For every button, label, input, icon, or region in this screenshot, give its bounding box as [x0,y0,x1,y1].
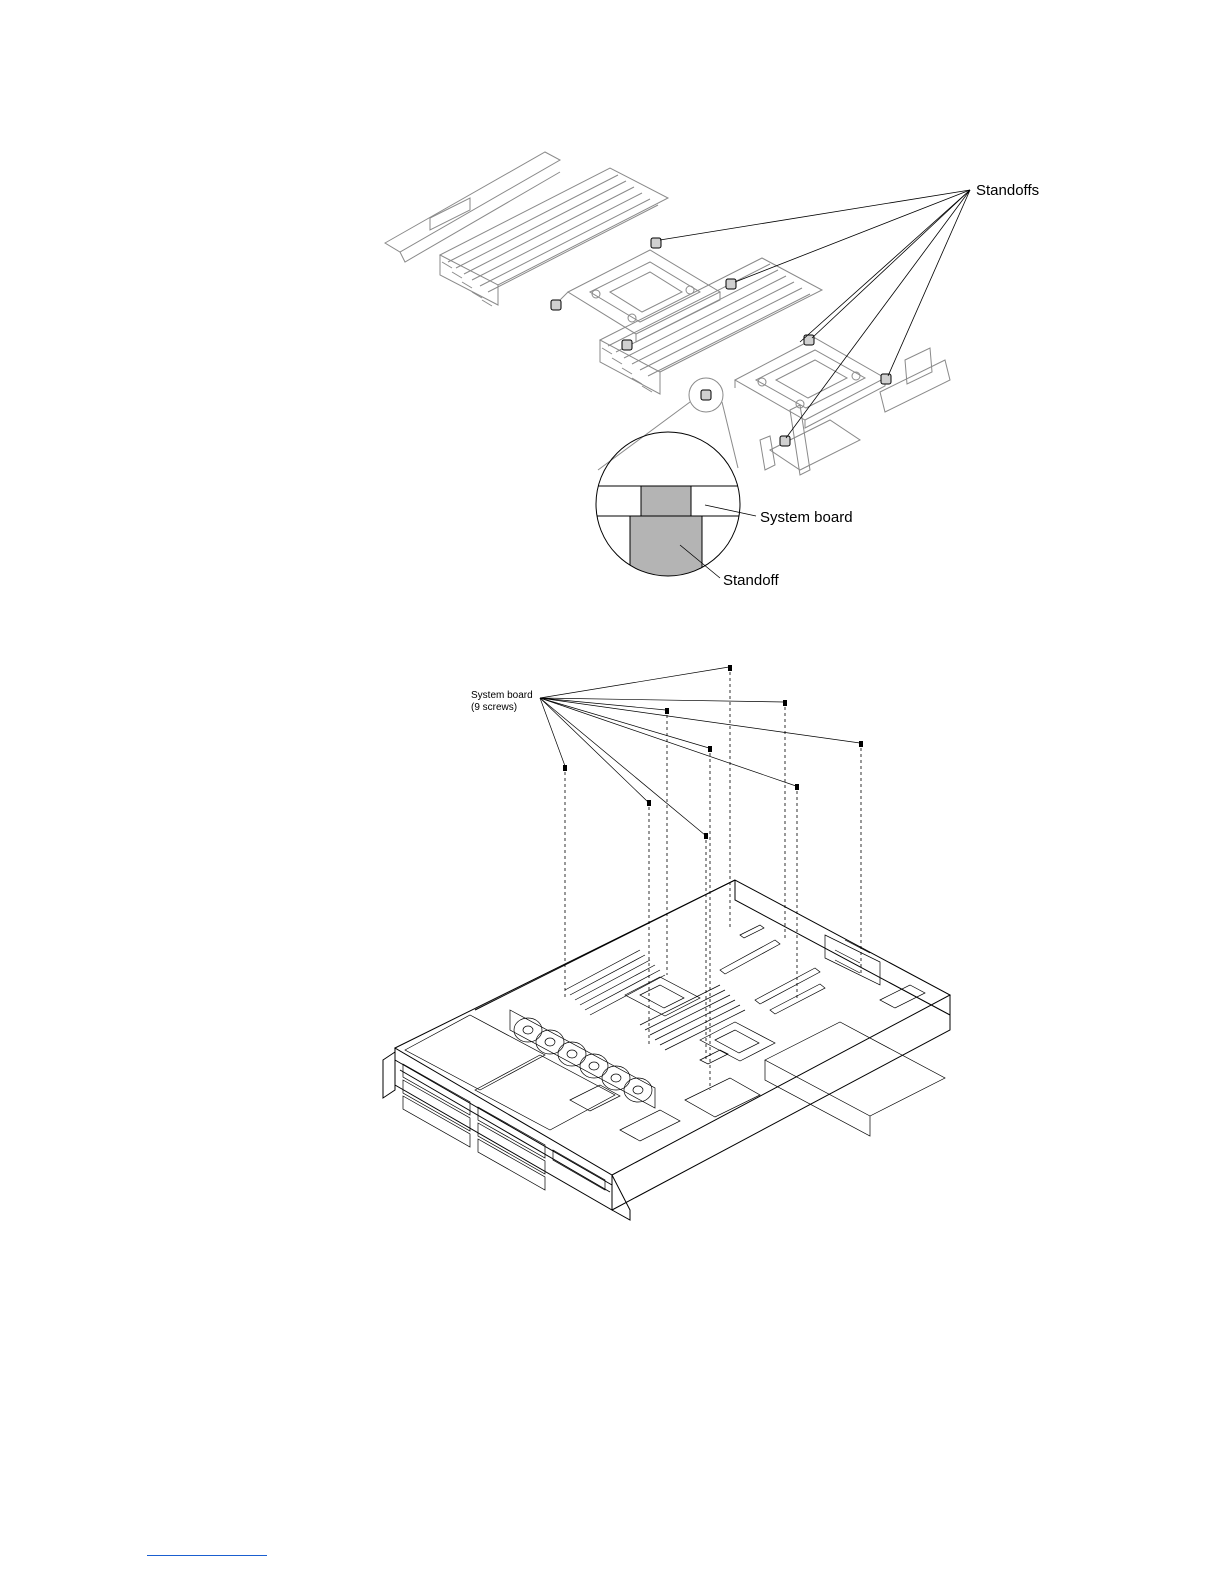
screw-9 [704,833,708,839]
system-board-screws-label: System board [471,690,533,701]
screw-8 [647,800,651,806]
screw-3 [665,708,669,714]
cpu-socket-2 [700,1022,775,1061]
fan-row [510,1010,655,1108]
screw-2 [783,700,787,706]
screw-7 [795,784,799,790]
footer-link-underline[interactable] [147,1555,267,1556]
screw-4 [859,741,863,747]
server-chassis [383,880,950,1220]
screws-count-label: (9 screws) [471,702,517,713]
dimm-banks [565,950,745,1050]
power-supply [765,1022,945,1116]
screw-5 [708,746,712,752]
screw-1 [728,665,732,671]
system-board-screws-figure [0,0,1224,1240]
